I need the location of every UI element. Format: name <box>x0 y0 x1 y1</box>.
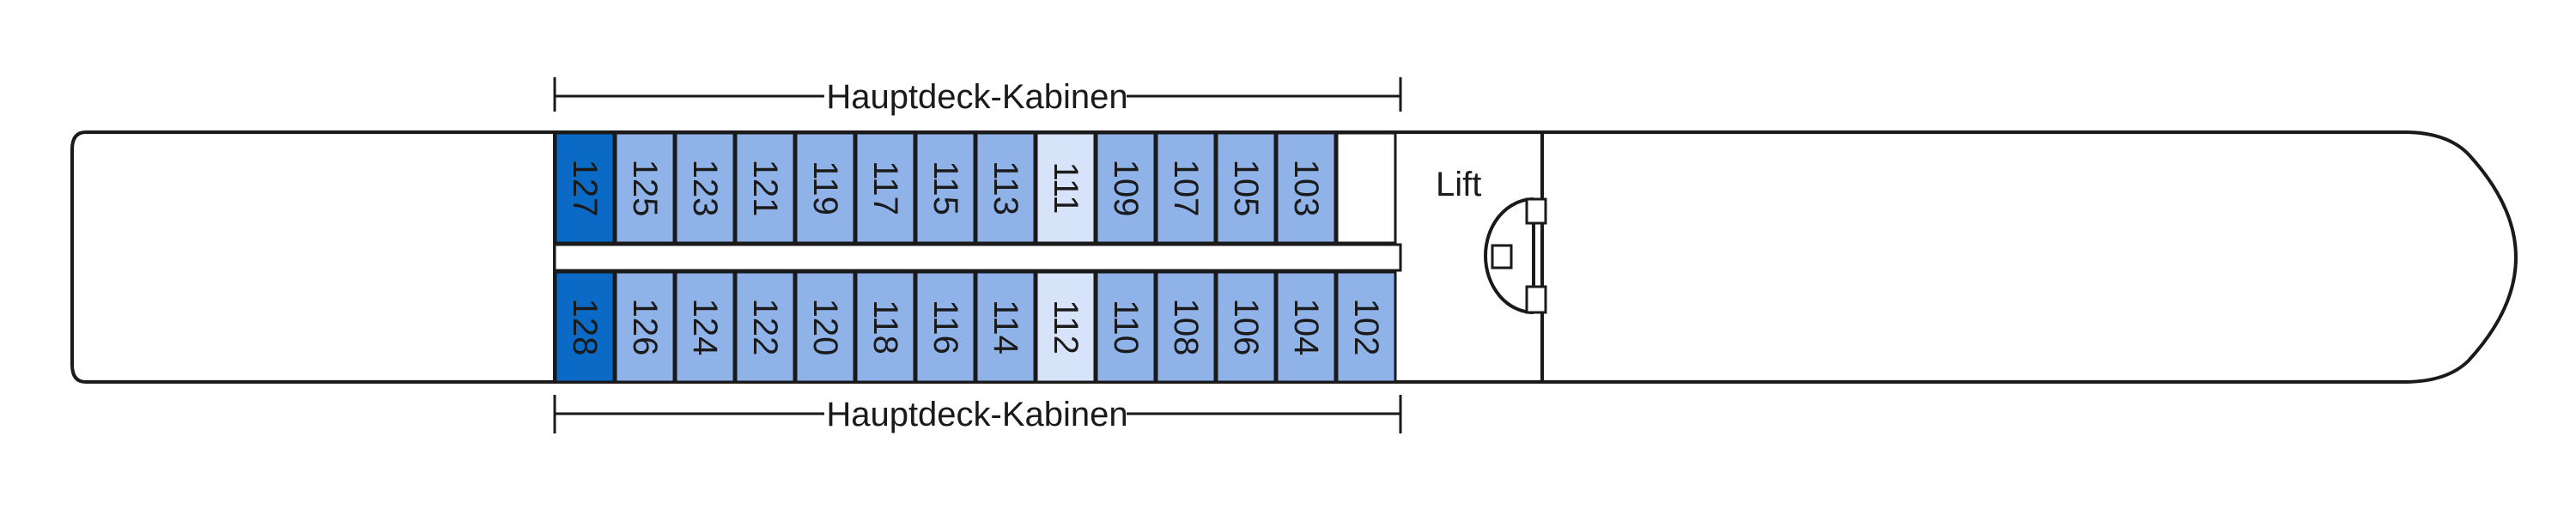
cabin-128[interactable]: 128 <box>554 270 616 384</box>
cabin-box[interactable] <box>1215 131 1277 245</box>
cabin-number: 114 <box>987 300 1024 354</box>
cabin-box[interactable] <box>975 270 1036 384</box>
section-label-bottom: Hauptdeck-Kabinen <box>826 396 1127 433</box>
cabin-box[interactable] <box>794 270 856 384</box>
cabin-108[interactable]: 108 <box>1155 270 1217 384</box>
cabin-number: 119 <box>806 161 844 215</box>
cabin-box[interactable] <box>1155 131 1217 245</box>
cabin-119[interactable]: 119 <box>794 131 856 245</box>
cabin-box[interactable] <box>614 270 676 384</box>
cabin-number: 104 <box>1287 299 1325 356</box>
cabin-number: 126 <box>626 299 664 356</box>
cabin-103[interactable]: 103 <box>1275 131 1337 245</box>
cabin-box[interactable] <box>1215 270 1277 384</box>
cabin-box[interactable] <box>614 131 676 245</box>
cabin-box[interactable] <box>674 270 736 384</box>
lift-stair-icon <box>1484 197 1547 314</box>
cabin-104[interactable]: 104 <box>1275 270 1337 384</box>
section-label-top: Hauptdeck-Kabinen <box>826 78 1127 116</box>
cabin-box[interactable] <box>554 131 616 245</box>
corridor <box>553 243 1402 272</box>
cabin-box[interactable] <box>1155 270 1217 384</box>
cabin-number: 105 <box>1227 160 1265 217</box>
cabin-box[interactable] <box>1035 270 1097 384</box>
cabin-box[interactable] <box>854 131 916 245</box>
cabin-number: 124 <box>686 299 724 356</box>
cabin-122[interactable]: 122 <box>734 270 796 384</box>
cabin-row-bottom: 128 126 124 122 120 118 116 114 112 110 108 106 104 1… <box>554 270 1397 384</box>
cabin-box[interactable] <box>914 131 976 245</box>
cabin-box <box>1335 131 1397 245</box>
cabin-box[interactable] <box>1275 270 1337 384</box>
cabin-number: 110 <box>1107 300 1145 354</box>
cabin-number: 111 <box>1047 162 1084 215</box>
cabin-124[interactable]: 124 <box>674 270 736 384</box>
cabin-113[interactable]: 113 <box>975 131 1036 245</box>
cabin-114[interactable]: 114 <box>975 270 1036 384</box>
cabin-number: 120 <box>806 299 844 356</box>
cabin-number: 127 <box>566 160 604 217</box>
cabin-123[interactable]: 123 <box>674 131 736 245</box>
cabin-number: 109 <box>1107 160 1145 217</box>
cabin-number: 117 <box>866 161 904 215</box>
cabin-box[interactable] <box>854 270 916 384</box>
cabin-box[interactable] <box>1095 270 1157 384</box>
cabin-111[interactable]: 111 <box>1035 131 1097 245</box>
cabin-number: 106 <box>1227 299 1265 356</box>
cabin-box[interactable] <box>1095 131 1157 245</box>
cabin-112[interactable]: 112 <box>1035 270 1097 384</box>
cabin-126[interactable]: 126 <box>614 270 676 384</box>
cabin-number: 108 <box>1167 299 1205 356</box>
cabin-box[interactable] <box>914 270 976 384</box>
cabin-number: 112 <box>1047 300 1084 354</box>
cabin-box[interactable] <box>1335 270 1397 384</box>
cabin-116[interactable]: 116 <box>914 270 976 384</box>
lift-label: Lift <box>1436 166 1481 203</box>
cabin-number: 103 <box>1287 160 1325 217</box>
cabin-number: 116 <box>927 300 964 354</box>
cabin-number: 123 <box>686 160 724 217</box>
cabin-number: 118 <box>866 300 904 354</box>
cabin-105[interactable]: 105 <box>1215 131 1277 245</box>
cabin-121[interactable]: 121 <box>734 131 796 245</box>
cabin-empty <box>1335 131 1397 245</box>
section-marker-bottom: Hauptdeck-Kabinen <box>553 395 1402 433</box>
cabin-number: 125 <box>626 160 664 217</box>
cabin-110[interactable]: 110 <box>1095 270 1157 384</box>
cabin-number: 107 <box>1167 160 1205 217</box>
cabin-102[interactable]: 102 <box>1335 270 1397 384</box>
cabin-number: 115 <box>927 161 964 215</box>
section-marker-top: Hauptdeck-Kabinen <box>553 77 1402 116</box>
cabin-number: 122 <box>746 299 784 356</box>
cabin-107[interactable]: 107 <box>1155 131 1217 245</box>
cabin-box[interactable] <box>734 270 796 384</box>
cabin-106[interactable]: 106 <box>1215 270 1277 384</box>
cabin-number: 113 <box>987 161 1024 215</box>
cabin-number: 102 <box>1347 299 1385 356</box>
cabin-109[interactable]: 109 <box>1095 131 1157 245</box>
cabin-row-top: 127 125 123 121 119 117 115 113 111 109 107 105 103 <box>554 131 1397 245</box>
cabin-box[interactable] <box>674 131 736 245</box>
cabin-115[interactable]: 115 <box>914 131 976 245</box>
cabin-box[interactable] <box>554 270 616 384</box>
cabin-117[interactable]: 117 <box>854 131 916 245</box>
cabin-125[interactable]: 125 <box>614 131 676 245</box>
cabin-120[interactable]: 120 <box>794 270 856 384</box>
cabin-127[interactable]: 127 <box>554 131 616 245</box>
cabin-number: 121 <box>746 160 784 217</box>
cabin-box[interactable] <box>975 131 1036 245</box>
cabin-118[interactable]: 118 <box>854 270 916 384</box>
cabin-number: 128 <box>566 299 604 356</box>
cabin-box[interactable] <box>1035 131 1097 245</box>
cabin-box[interactable] <box>794 131 856 245</box>
cabin-box[interactable] <box>734 131 796 245</box>
cabin-box[interactable] <box>1275 131 1337 245</box>
